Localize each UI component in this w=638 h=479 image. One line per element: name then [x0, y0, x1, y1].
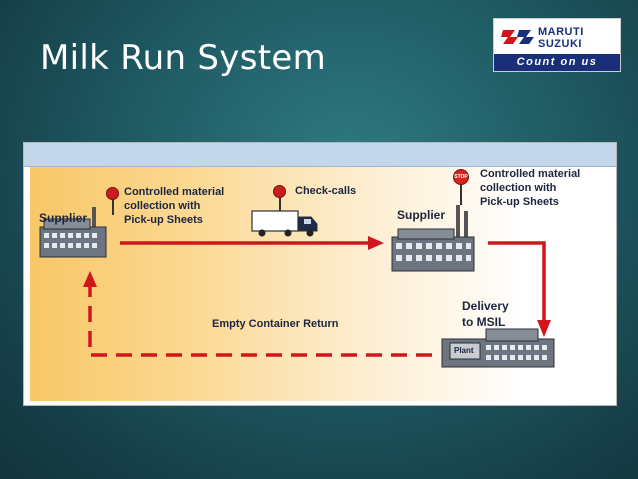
note-right-line3: Pick-up Sheets [480, 196, 559, 208]
delivery-flow-arrowhead [537, 320, 551, 337]
empty-return-dashed-arrow [88, 285, 432, 357]
left-stop-sign-icon [106, 187, 119, 200]
left-sign-pole [112, 195, 114, 215]
right-sign-pole [460, 181, 462, 205]
delivery-truck-icon [251, 210, 318, 237]
milk-run-diagram: STOP Supplier Controlled material collec… [23, 142, 617, 406]
supplier-left-label: Supplier [39, 211, 88, 225]
supplier-left-factory-icon [39, 207, 107, 258]
note-right-line2: collection with [480, 182, 557, 194]
flow-arrows [39, 205, 555, 368]
supplier-right-factory-icon [391, 205, 475, 272]
checkcall-sign-icon [273, 185, 286, 198]
diagram-header-bar [24, 143, 616, 167]
logo-brand-line2: SUZUKI [538, 38, 582, 50]
logo-brand-line1: MARUTI [538, 26, 584, 38]
plant-building-icon [441, 328, 555, 368]
logo-tagline: Count on us [494, 54, 620, 71]
diagram-canvas: STOP Supplier Controlled material collec… [30, 167, 610, 401]
empty-return-arrowhead [83, 271, 97, 287]
pickup-flow-arrowhead [368, 236, 384, 250]
note-left-line3: Pick-up Sheets [124, 214, 203, 226]
suzuki-s-icon [501, 30, 534, 44]
delivery-label-line2: to MSIL [462, 315, 506, 329]
note-left-line1: Controlled material [124, 186, 225, 198]
maruti-suzuki-logo: MARUTI SUZUKI Count on us [493, 18, 621, 72]
delivery-label-line1: Delivery [462, 299, 509, 313]
slide-title: Milk Run System [40, 38, 327, 78]
note-left-line2: collection with [124, 200, 201, 212]
plant-label: Plant [454, 346, 474, 355]
checkcall-sign-pole [279, 193, 281, 211]
delivery-flow-arrow [488, 241, 546, 322]
note-right-line1: Controlled material [480, 168, 581, 180]
right-stop-sign-icon: STOP [453, 169, 469, 185]
empty-container-return-label: Empty Container Return [212, 318, 339, 330]
check-calls-label: Check-calls [295, 185, 357, 197]
supplier-right-label: Supplier [397, 208, 446, 222]
